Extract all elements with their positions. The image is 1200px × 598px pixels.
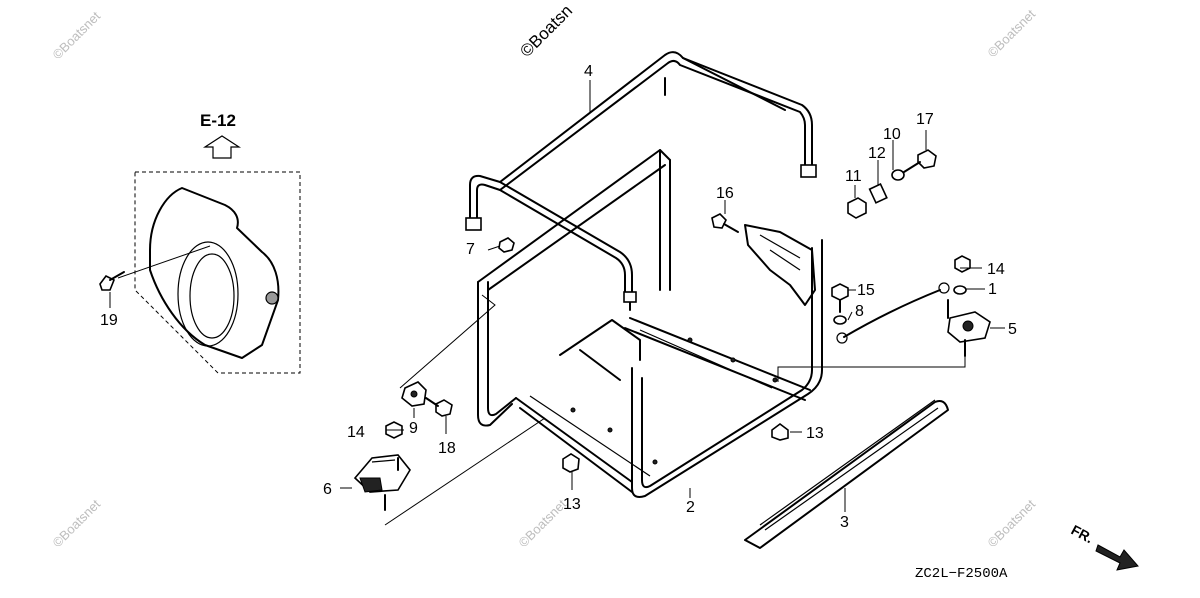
front-arrow-icon — [1095, 544, 1139, 571]
handle-end-cap — [623, 291, 637, 303]
callouts: 4 2 3 7 16 11 12 10 17 14 1 15 8 5 14 9 … — [100, 63, 1017, 531]
frame-hole — [652, 459, 658, 465]
callout-2: 2 — [686, 499, 695, 516]
bolt-icon — [831, 283, 849, 313]
callout-1: 1 — [988, 281, 997, 298]
collar-assembly — [847, 149, 937, 219]
bracket-plate-hole — [410, 390, 418, 398]
callout-17: 17 — [916, 111, 934, 128]
frame — [477, 149, 823, 498]
leader-lines — [109, 80, 1005, 526]
nut-icon — [954, 255, 971, 273]
fan-cover-opening — [177, 241, 239, 347]
leader-19 — [117, 245, 211, 279]
callout-8: 8 — [855, 303, 864, 320]
watermark-tile: ©Boatsnet — [50, 496, 104, 550]
callout-19: 19 — [100, 312, 118, 329]
grommet-icon — [498, 237, 515, 253]
callout-15: 15 — [857, 282, 875, 299]
section-reference: E-12 — [200, 111, 242, 159]
callout-16: 16 — [716, 185, 734, 202]
watermark-tile: ©Boatsnet — [985, 496, 1039, 550]
mount-rubber-icon — [353, 454, 411, 511]
bolt-icon — [99, 271, 125, 291]
diagram-code: ZC2L−F2500A — [915, 566, 1008, 582]
callout-9: 9 — [409, 420, 418, 437]
callout-11: 11 — [845, 168, 862, 185]
engine-bracket — [744, 224, 816, 306]
handle-end-cap — [465, 217, 482, 231]
callout-6: 6 — [323, 481, 332, 498]
fan-cover — [149, 187, 280, 359]
watermark-tile: ©Boatsnet — [516, 496, 570, 550]
callout-7: 7 — [466, 241, 475, 258]
frame-hole — [570, 407, 576, 413]
fan-cover-opening-inner — [189, 253, 235, 339]
collar-icon — [868, 183, 888, 204]
ground-wire-icon — [836, 282, 950, 344]
fan-cover-group — [99, 171, 301, 374]
frame-hole — [730, 357, 736, 363]
up-arrow-icon — [202, 135, 242, 159]
handle — [465, 51, 817, 311]
frame-hole — [772, 377, 778, 383]
callout-12: 12 — [868, 145, 886, 162]
right-mount-parts — [831, 255, 991, 357]
callout-3: 3 — [840, 514, 849, 531]
grommet-icon — [847, 197, 867, 219]
handle-end-cap — [800, 164, 817, 178]
callout-4: 4 — [584, 63, 593, 80]
reference-label: E-12 — [200, 111, 236, 130]
frame-hole — [607, 427, 613, 433]
nut-icon — [562, 453, 580, 473]
bolt-icon — [711, 213, 739, 233]
watermark-tile: ©Boatsnet — [985, 6, 1039, 60]
watermark-tile: ©Boatsnet — [50, 8, 104, 62]
nut-icon — [771, 423, 789, 441]
bolt-icon — [435, 399, 453, 417]
callout-13: 13 — [563, 496, 581, 513]
fan-cover-grommet — [265, 291, 279, 305]
front-direction-indicator: FR. — [1069, 522, 1139, 571]
watermark-main: ©Boatsn — [516, 1, 576, 61]
callout-10: 10 — [883, 126, 901, 143]
frame-hole — [687, 337, 693, 343]
mount-rubber-icon — [947, 299, 991, 357]
washer-icon — [953, 285, 967, 295]
bolt-icon — [917, 149, 937, 169]
dashed-boundary — [134, 171, 301, 374]
callout-5: 5 — [1008, 321, 1017, 338]
washer-icon — [833, 315, 847, 325]
callout-14: 14 — [987, 261, 1005, 278]
watermarks: ©Boatsnet ©Boatsnet ©Boatsnet ©Boatsnet … — [50, 1, 1039, 550]
callout-18: 18 — [438, 440, 456, 457]
callout-14: 14 — [347, 424, 365, 441]
washer-icon — [891, 169, 905, 181]
side-rail — [744, 399, 949, 549]
front-label: FR. — [1069, 522, 1096, 547]
callout-13: 13 — [806, 425, 824, 442]
left-small-parts — [385, 381, 453, 439]
